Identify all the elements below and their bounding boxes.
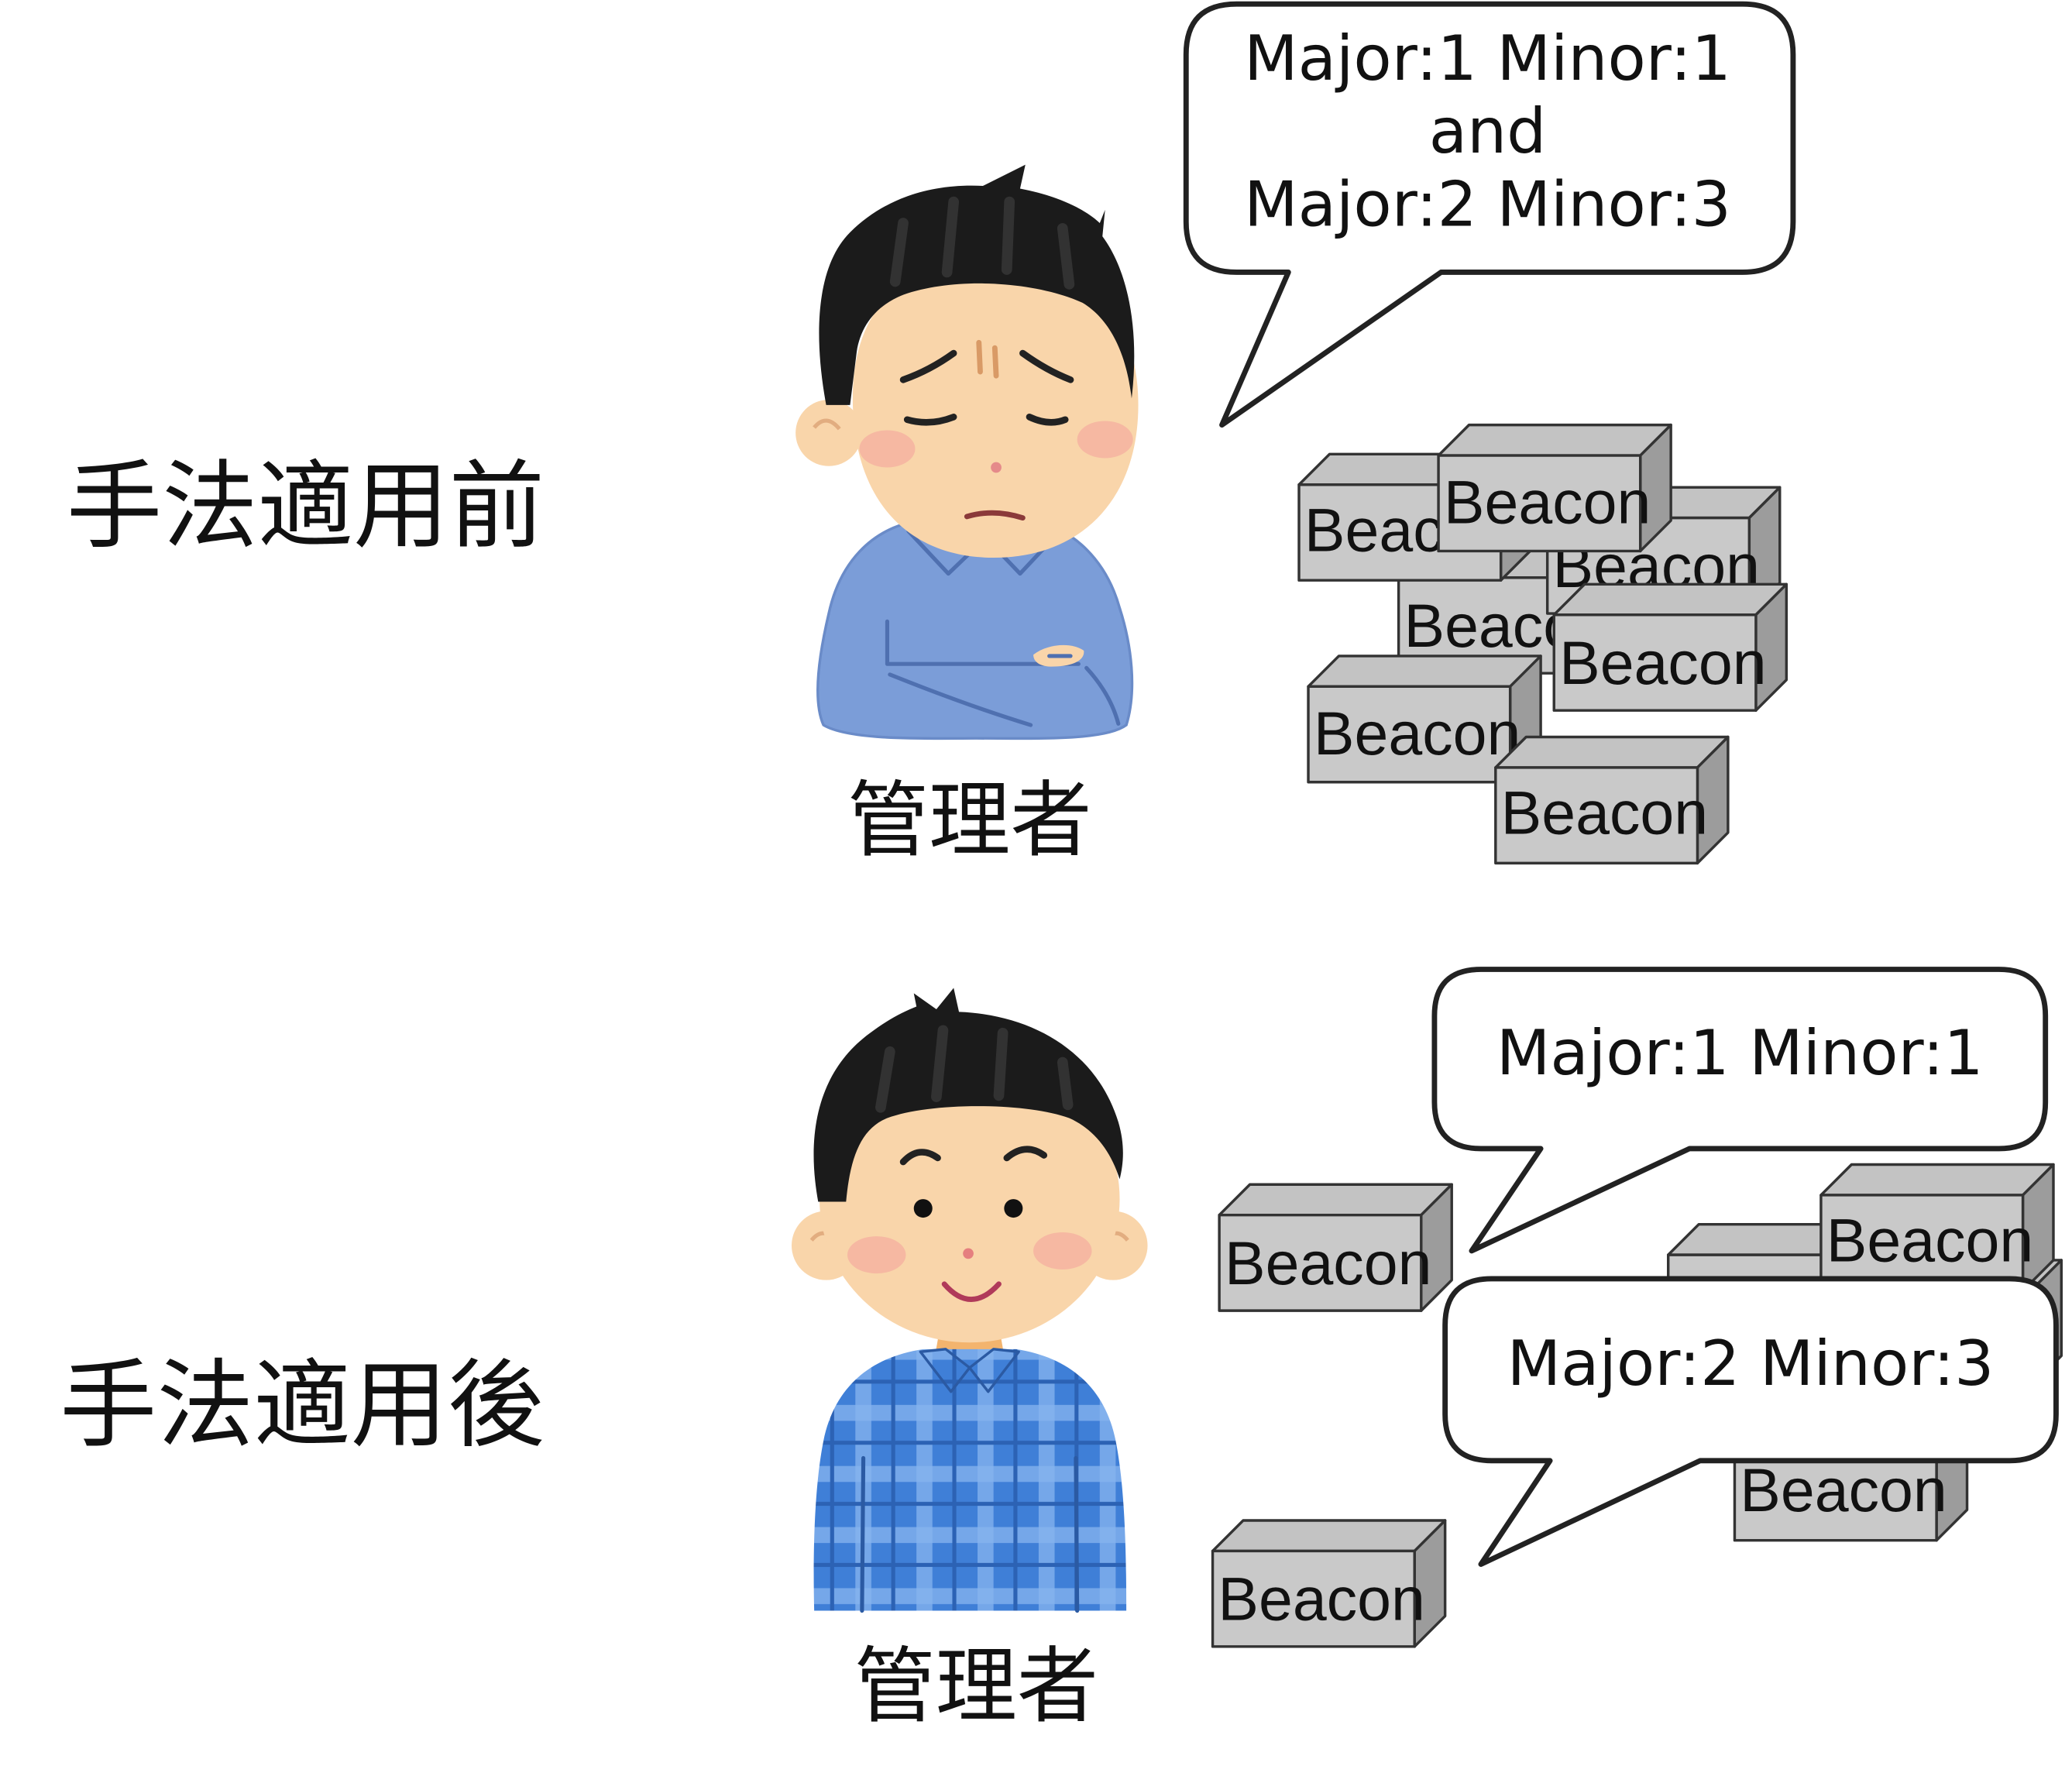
mouth-frown — [964, 510, 1026, 521]
right-eye — [1004, 1199, 1023, 1218]
beacon-front-face — [1494, 766, 1699, 865]
worried-manager-arms-crossed-icon — [795, 164, 1139, 740]
hair-streak — [889, 218, 909, 287]
beacon-front-face — [1218, 1213, 1423, 1312]
beacon-front-face — [1437, 454, 1642, 553]
beacon-front-face — [1211, 1549, 1416, 1648]
beacon-box: Beacon — [1552, 582, 1789, 712]
crossed-arm-right — [1084, 665, 1121, 726]
speech-bubble-shape — [1183, 1, 1796, 428]
beacon-top-face — [1437, 423, 1672, 457]
beacon-box: Beacon — [1218, 1183, 1453, 1312]
speech-bubble: Major:1 Minor:1 — [1431, 967, 2049, 1254]
left-eye-closed — [903, 414, 957, 426]
hair-streak — [1057, 223, 1075, 290]
beacon-front-face — [1307, 685, 1512, 784]
left-eye — [913, 1199, 933, 1218]
bubble-text-line: Major:2 Minor:3 — [1244, 168, 1731, 241]
right-sleeve-seam — [1074, 1455, 1080, 1613]
hair — [813, 988, 1123, 1202]
beacon-box: Beacon — [1819, 1163, 2055, 1293]
bubble-text-line: Major:1 Minor:1 — [1496, 1017, 1984, 1090]
left-ear-inner — [813, 418, 841, 431]
right-eyebrow — [1003, 1146, 1048, 1162]
beacon-box: Beacon — [1307, 655, 1542, 784]
face — [852, 259, 1139, 558]
right-cheek-blush — [1077, 421, 1133, 459]
left-eyebrow — [899, 1149, 941, 1166]
left-cheek-blush — [847, 1236, 906, 1274]
bubble-text-line: Major:1 Minor:1 — [1244, 22, 1731, 95]
right-eye-closed — [1026, 414, 1069, 426]
left-eyebrow-worried — [899, 349, 957, 383]
beacon-box: Beacon — [1437, 423, 1672, 553]
beacon-label: Beacon — [1826, 1207, 2033, 1275]
hair-streak — [993, 1027, 1009, 1101]
beacon-label: Beacon — [1501, 779, 1708, 847]
beacon-top-face — [1307, 655, 1542, 689]
plaid-shirt — [813, 1349, 1127, 1611]
speech-bubble: Major:2 Minor:3 — [1442, 1276, 2059, 1567]
section-label-after: 手法適用後 — [60, 1350, 545, 1462]
beacon-box: Beacon — [1211, 1519, 1447, 1648]
left-sleeve-seam — [860, 1455, 866, 1613]
beacon-front-face — [1552, 613, 1758, 712]
beacon-top-face — [1552, 582, 1789, 617]
hair-streak — [931, 1025, 949, 1102]
beacon-top-face — [1819, 1163, 2055, 1197]
beacon-label: Beacon — [1314, 699, 1520, 768]
nose — [991, 462, 1002, 473]
crossed-arm-upper — [885, 619, 1081, 666]
beacon-label: Beacon — [1444, 468, 1651, 536]
hair-streak — [941, 196, 960, 278]
speech-bubble-shape — [1442, 1276, 2059, 1567]
hair-streak — [1057, 1056, 1074, 1111]
beacon-top-face — [1494, 735, 1730, 769]
smiling-manager-plaid-shirt-icon — [791, 988, 1148, 1613]
right-cheek-blush — [1033, 1232, 1092, 1269]
speech-bubble: Major:1 Minor:1 and Major:2 Minor:3 — [1183, 1, 1796, 428]
hair-streak — [1001, 196, 1015, 275]
bubble-text-line: Major:2 Minor:3 — [1507, 1328, 1995, 1400]
manager-label: 管理者 — [854, 1638, 1099, 1734]
beacon-label: Beacon — [1225, 1229, 1431, 1297]
forehead-wrinkle — [976, 339, 999, 379]
crossed-arm-lower — [888, 672, 1033, 727]
sweater — [816, 519, 1134, 740]
face — [819, 1055, 1120, 1343]
nose — [963, 1248, 974, 1259]
speech-bubble-shape — [1431, 967, 2049, 1254]
left-cheek-blush — [859, 430, 916, 468]
collar-right — [968, 1348, 1020, 1393]
beacon-box: Beacon — [1494, 735, 1730, 865]
hair-streak — [875, 1046, 895, 1113]
beacon-label: Beacon — [1740, 1456, 1947, 1524]
bubble-text-line: and — [1429, 95, 1547, 168]
right-eyebrow-worried — [1019, 349, 1074, 383]
manager-label: 管理者 — [847, 773, 1092, 869]
beacon-top-face — [1218, 1183, 1453, 1217]
beacon-label: Beacon — [1559, 629, 1766, 697]
smile — [941, 1281, 1002, 1302]
beacon-label: Beacon — [1218, 1565, 1424, 1634]
beacon-top-face — [1211, 1519, 1447, 1553]
section-label-before: 手法適用前 — [67, 451, 545, 562]
left-ear — [795, 400, 862, 466]
